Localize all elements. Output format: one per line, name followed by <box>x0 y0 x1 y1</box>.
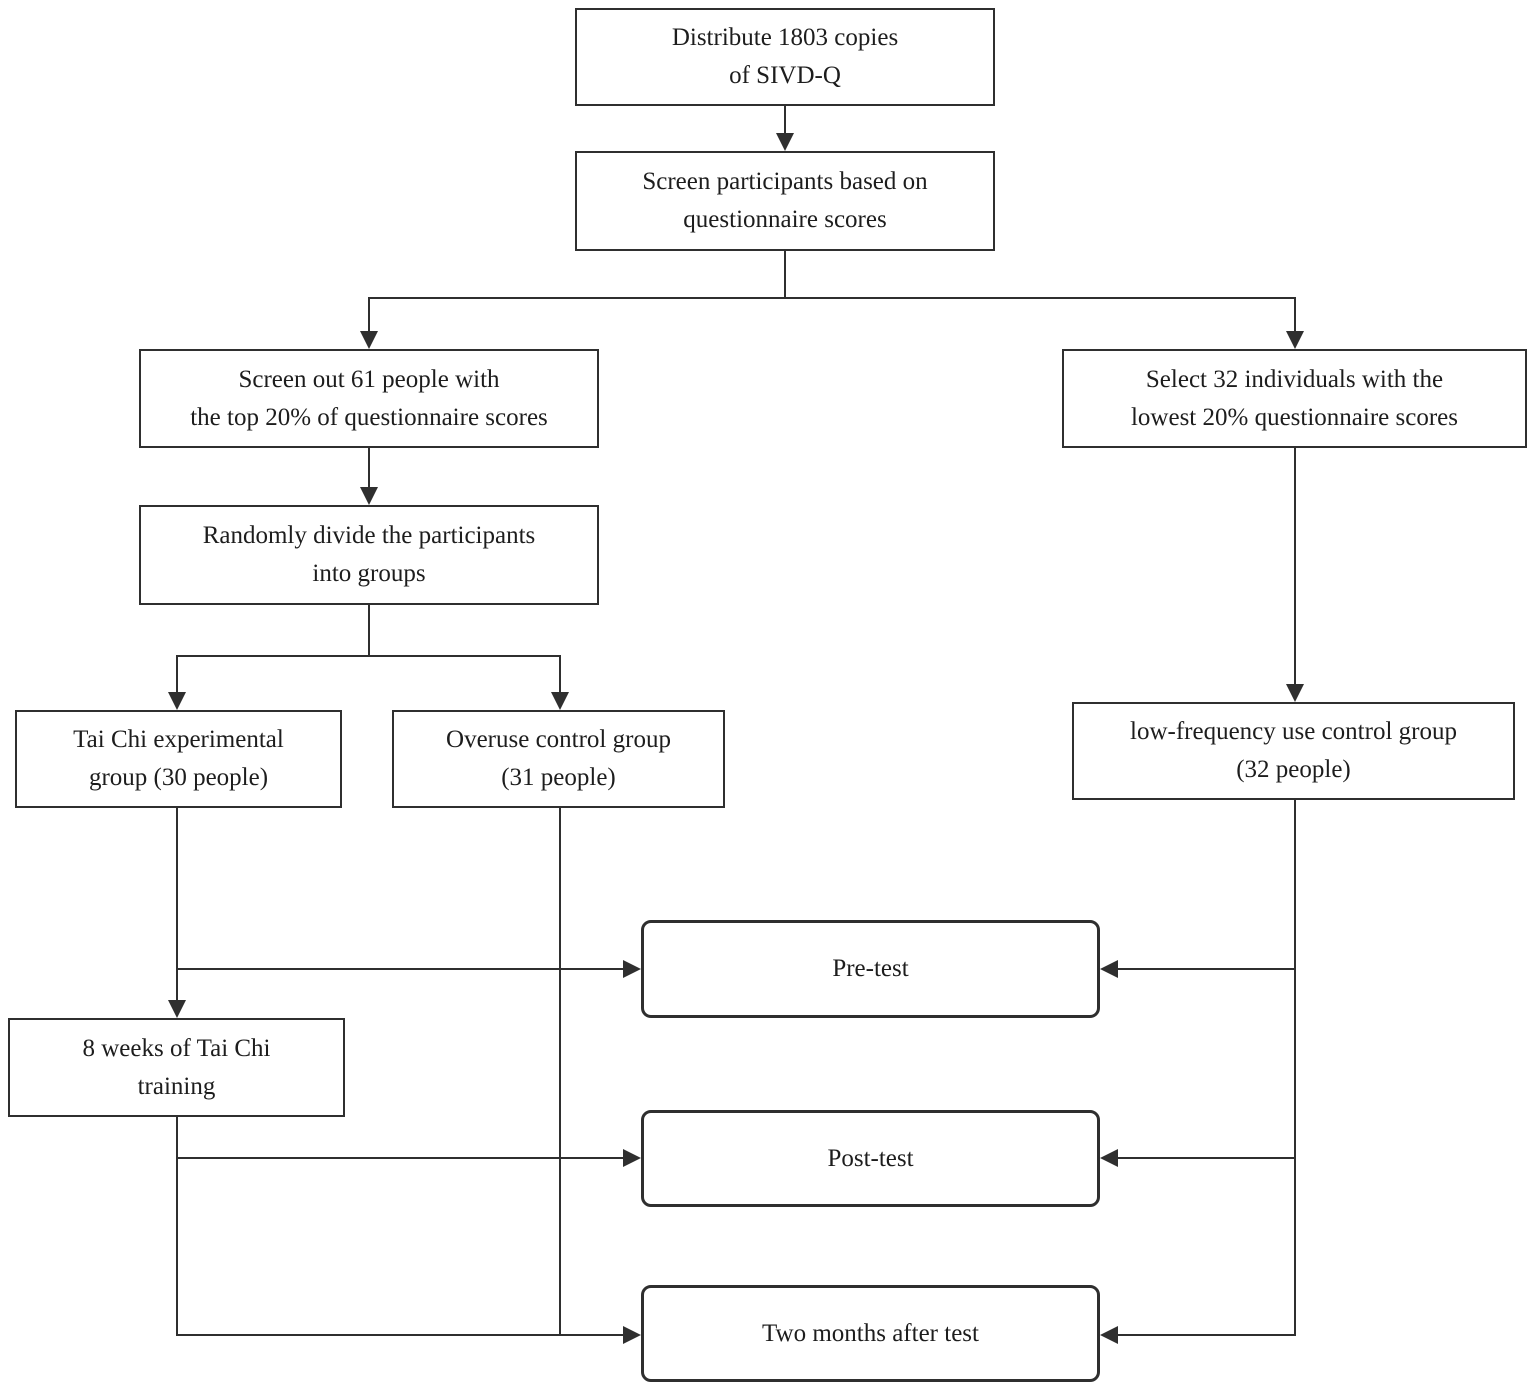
connector-select-to-lowfreq <box>1294 448 1296 686</box>
node-randomly-divide: Randomly divide the participants into gr… <box>139 505 599 605</box>
node-pre-test: Pre-test <box>641 920 1100 1018</box>
node-text-line: Overuse control group <box>446 726 671 753</box>
node-distribute-sivdq: Distribute 1803 copies of SIVD-Q <box>575 8 995 106</box>
connector-drop-select32 <box>1294 297 1296 333</box>
arrow-left-icon <box>1100 1149 1118 1167</box>
arrow-down-icon <box>1286 331 1304 349</box>
connector-posttest-right <box>1118 1157 1296 1159</box>
node-select-lowest20: Select 32 individuals with the lowest 20… <box>1062 349 1527 448</box>
node-text-line: Two months after test <box>762 1319 979 1347</box>
connector-overuse-vertical <box>559 808 561 1336</box>
connector-divide-stem <box>368 605 370 657</box>
arrow-down-icon <box>776 133 794 151</box>
node-screen-out-top20: Screen out 61 people with the top 20% of… <box>139 349 599 448</box>
connector-posttest-left <box>177 1157 623 1159</box>
node-text-line: training <box>137 1072 216 1100</box>
node-text-line: lowest 20% questionnaire scores <box>1130 403 1458 431</box>
node-text-line: Pre-test <box>832 955 909 982</box>
node-tai-chi-group: Tai Chi experimental group (30 people) <box>15 710 342 808</box>
connector-training-vertical <box>176 1117 178 1336</box>
connector-screen-stem <box>784 251 786 297</box>
connector-pretest-right <box>1118 968 1296 970</box>
connector-lowfreq-vertical <box>1294 800 1296 1336</box>
node-text-line: questionnaire scores <box>683 206 887 233</box>
arrow-down-icon <box>168 692 186 710</box>
connector-group-split <box>177 655 561 657</box>
arrow-right-icon <box>623 1326 641 1344</box>
connector-twomonths-left <box>177 1334 623 1336</box>
connector-drop-screen-out <box>368 297 370 333</box>
connector-pretest-left <box>177 968 623 970</box>
node-overuse-group: Overuse control group (31 people) <box>392 710 725 808</box>
arrow-down-icon <box>360 487 378 505</box>
connector-distribute-to-screen <box>784 106 786 134</box>
node-text-line: Tai Chi experimental <box>73 726 284 753</box>
node-text-line: Distribute 1803 copies <box>671 24 899 51</box>
node-text-line: Post-test <box>827 1144 914 1172</box>
arrow-right-icon <box>623 1149 641 1167</box>
node-text-line: Randomly divide the participants <box>202 522 536 549</box>
arrow-left-icon <box>1100 960 1118 978</box>
connector-top-split <box>369 297 1296 299</box>
node-text-line: Screen out 61 people with <box>238 365 500 393</box>
node-low-frequency-group: low-frequency use control group (32 peop… <box>1072 702 1515 800</box>
connector-twomonths-right <box>1118 1334 1296 1336</box>
arrow-down-icon <box>168 1000 186 1018</box>
arrow-down-icon <box>360 331 378 349</box>
connector-drop-taichi-group <box>176 655 178 694</box>
node-tai-chi-training: 8 weeks of Tai Chi training <box>8 1018 345 1117</box>
node-text-line: (32 people) <box>1236 756 1351 783</box>
node-text-line: Screen participants based on <box>642 168 928 195</box>
node-text-line: group (30 people) <box>88 764 269 791</box>
node-two-months-after-test: Two months after test <box>641 1285 1100 1382</box>
connector-taichi-to-training <box>176 808 178 1002</box>
node-text-line: of SIVD-Q <box>729 62 841 89</box>
node-post-test: Post-test <box>641 1110 1100 1207</box>
arrow-down-icon <box>1286 684 1304 702</box>
arrow-down-icon <box>551 692 569 710</box>
arrow-right-icon <box>623 960 641 978</box>
node-text-line: (31 people) <box>501 764 616 791</box>
node-text-line: Select 32 individuals with the <box>1145 365 1444 393</box>
arrow-left-icon <box>1100 1326 1118 1344</box>
node-text-line: low-frequency use control group <box>1130 718 1457 745</box>
node-text-line: into groups <box>312 560 426 587</box>
node-screen-participants: Screen participants based on questionnai… <box>575 151 995 251</box>
connector-screenout-to-divide <box>368 448 370 489</box>
connector-drop-overuse-group <box>559 655 561 694</box>
node-text-line: the top 20% of questionnaire scores <box>190 403 548 431</box>
node-text-line: 8 weeks of Tai Chi <box>82 1034 271 1062</box>
